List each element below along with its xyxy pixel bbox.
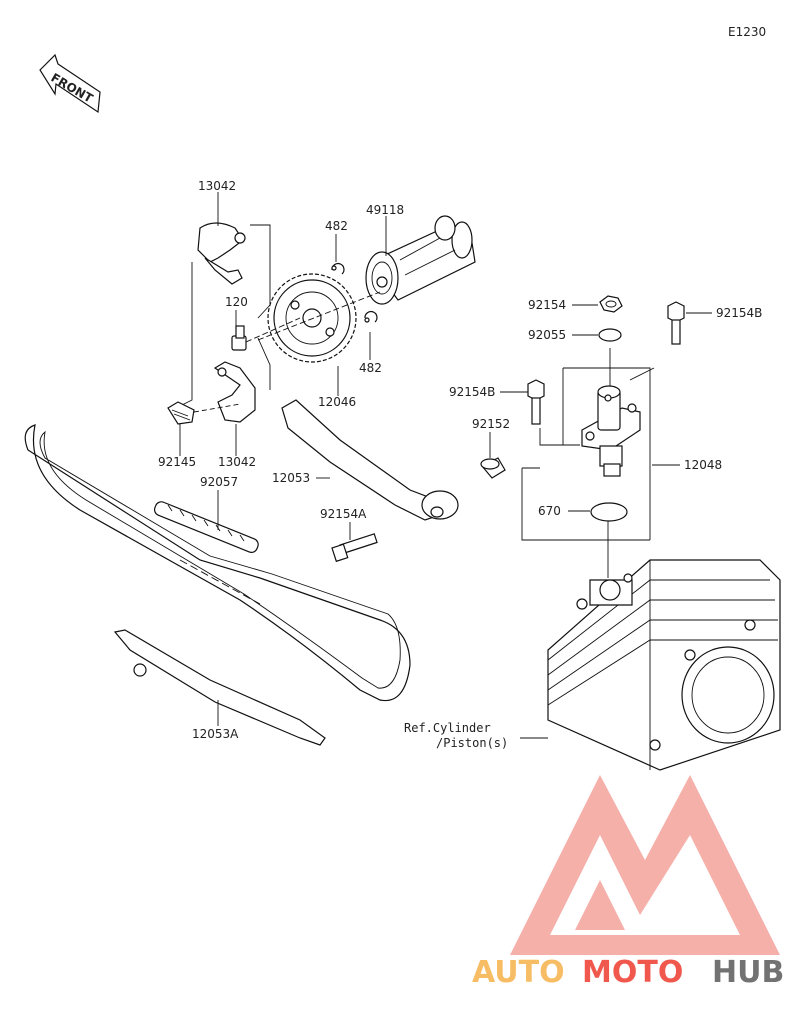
part-label-92152: 92152 <box>472 417 510 431</box>
tensioner-bolt-right <box>667 301 685 345</box>
part-label-12053a: 12053A <box>192 727 239 741</box>
chain-guide-lower <box>113 629 326 746</box>
part-label-92055: 92055 <box>528 328 566 342</box>
part-label-12048: 12048 <box>684 458 722 472</box>
part-label-482-upper: 482 <box>325 219 348 233</box>
front-arrow-icon: FRONT <box>39 53 101 114</box>
tensioner-bolt-left <box>527 379 545 425</box>
tensioner-body <box>581 385 641 477</box>
decompression-weight-lower <box>213 361 256 423</box>
sprocket-bolt <box>231 317 301 351</box>
ref-cylinder-note-line2: /Piston(s) <box>436 736 508 750</box>
part-label-49118: 49118 <box>366 203 404 217</box>
part-label-13042-upper: 13042 <box>198 179 236 193</box>
cam-axis-line <box>257 291 381 341</box>
return-spring <box>167 401 241 425</box>
part-label-92154a: 92154A <box>320 507 367 521</box>
part-label-482-lower: 482 <box>359 361 382 375</box>
oring-small <box>598 328 622 342</box>
leader-lines <box>179 192 712 739</box>
ref-cylinder-note-line1: Ref.Cylinder <box>404 721 491 735</box>
part-label-92145: 92145 <box>158 455 196 469</box>
part-label-120: 120 <box>225 295 248 309</box>
tensioner-nut <box>599 295 623 313</box>
tensioner-bracket-lines <box>521 348 655 578</box>
logo-word-hub: HUB <box>712 955 784 990</box>
part-labels: 13042 49118 482 120 482 12046 92145 1304… <box>158 179 762 750</box>
part-label-12046: 12046 <box>318 395 356 409</box>
logo-word-moto: MOTO <box>582 955 683 990</box>
circlip-upper <box>331 262 345 275</box>
part-label-12053: 12053 <box>272 471 310 485</box>
circlip-lower <box>364 310 378 323</box>
part-label-13042-lower: 13042 <box>218 455 256 469</box>
guide-bolt <box>331 533 378 563</box>
automotohub-logo: AUTO MOTO HUB <box>472 775 784 990</box>
logo-word-auto: AUTO <box>472 955 565 990</box>
part-label-92057: 92057 <box>200 475 238 489</box>
guide-collar <box>480 457 506 479</box>
decompression-weight-upper <box>197 222 246 285</box>
camshaft <box>365 215 476 305</box>
cam-sprocket <box>267 273 357 363</box>
chain-guide-upper <box>281 399 459 521</box>
timing-chain <box>24 424 411 702</box>
cylinder-block <box>547 559 781 771</box>
part-label-92154b-left: 92154B <box>449 385 495 399</box>
diagram-code: E1230 <box>728 25 766 39</box>
part-label-92154b-right: 92154B <box>716 306 762 320</box>
oring-large <box>590 502 628 522</box>
part-label-670: 670 <box>538 504 561 518</box>
part-label-92154: 92154 <box>528 298 566 312</box>
